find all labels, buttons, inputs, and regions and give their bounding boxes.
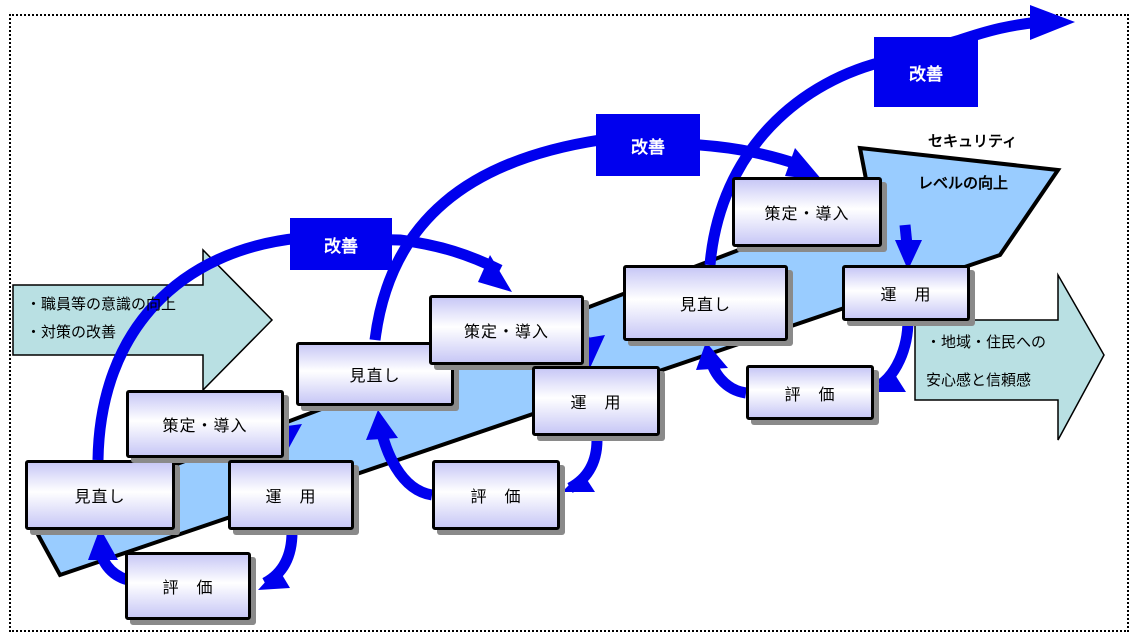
arrowhead-c3c (696, 342, 728, 370)
cycle3-evaluate-box: 評 価 (746, 365, 874, 420)
improve-label-3: 改善 (874, 37, 978, 107)
left-callout-line2: ・対策の改善 (26, 323, 117, 341)
cycle1-review-box: 見直し (25, 460, 175, 530)
improve-arc-1 (92, 232, 503, 461)
arrowhead-c1b (258, 568, 290, 590)
arrowhead-c2c (366, 410, 398, 440)
cycle2-plan-box: 策定・導入 (429, 295, 584, 365)
cycle2-evaluate-box: 評 価 (432, 460, 560, 530)
right-callout-arrow (914, 272, 1105, 441)
left-callout-line1: ・職員等の意識の向上 (26, 295, 177, 313)
arrowhead-2 (785, 148, 822, 180)
security-level-title-line2: レベルの向上 (918, 174, 1009, 192)
diagram-frame (9, 14, 1129, 632)
arrowhead-c3b (872, 370, 906, 392)
cycle2-operate-box: 運 用 (532, 366, 660, 436)
cycle3-review-box: 見直し (623, 265, 788, 341)
cycle3-plan-box: 策定・導入 (732, 177, 882, 247)
cycle1-operate-box: 運 用 (228, 460, 354, 530)
right-callout-line1: ・地域・住民への (926, 333, 1047, 351)
improve-label-2: 改善 (596, 114, 700, 176)
improve-arc-3 (704, 16, 1041, 266)
cycle3-operate-box: 運 用 (842, 265, 970, 321)
improve-arc-2 (369, 134, 802, 341)
arrowhead-c1c (88, 528, 118, 560)
cycle1-plan-box: 策定・導入 (126, 390, 284, 458)
arrowhead-3 (1030, 5, 1075, 40)
arrowhead-c3a (895, 240, 922, 270)
security-level-title-line1: セキュリティ (928, 132, 1018, 150)
arrowhead-1 (478, 255, 512, 292)
arrowhead-c2b (562, 472, 595, 492)
right-callout-line2: 安心感と信頼感 (926, 371, 1032, 389)
cycle1-evaluate-box: 評 価 (125, 552, 251, 620)
cycle2-review-box: 見直し (296, 342, 454, 406)
improve-label-1: 改善 (290, 218, 392, 270)
